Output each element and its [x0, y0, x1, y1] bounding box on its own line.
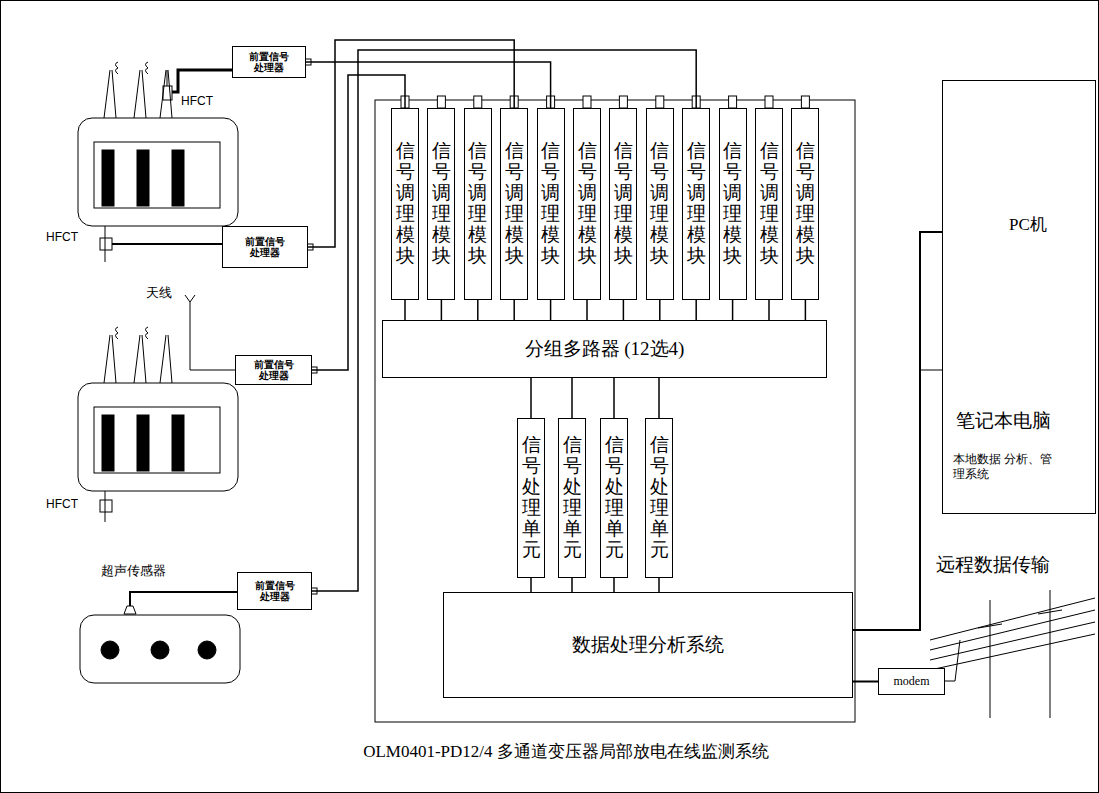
box-label: 前置信号处理器	[252, 359, 295, 382]
module-box: 信号调理模块	[719, 108, 747, 300]
computer-panel: 本地数据 分析、管理系统	[942, 80, 1096, 514]
box-label: 前置信号处理器	[253, 580, 296, 603]
vertical-label: 信号调理模块	[687, 141, 706, 266]
antenna	[185, 295, 235, 370]
vertical-label: 信号处理单元	[563, 435, 582, 560]
signal-wire	[404, 300, 406, 320]
vertical-label: 信号调理模块	[578, 141, 597, 266]
process-box: 数据处理分析系统	[443, 592, 853, 698]
module-box: 信号调理模块	[464, 108, 492, 300]
caption: OLM0401-PD12/4 多通道变压器局部放电在线监测系统	[200, 740, 932, 763]
module-box: 信号处理单元	[645, 418, 673, 578]
transformer-top	[78, 62, 238, 262]
signal-wire	[550, 300, 552, 320]
module-box: 信号调理模块	[755, 108, 783, 300]
part-label: 远程数据传输	[935, 552, 1051, 578]
connector-tab	[619, 96, 627, 108]
signal-wire	[659, 300, 661, 320]
module-box: 信号调理模块	[537, 108, 565, 300]
connector-tab	[437, 96, 445, 108]
process-box: modem	[878, 668, 945, 695]
signal-wire	[530, 378, 532, 418]
signal-wire	[695, 300, 697, 320]
connector-tab	[765, 96, 773, 108]
vertical-label: 信号处理单元	[605, 435, 624, 560]
ultrasonic-object	[80, 592, 240, 683]
signal-wire	[441, 300, 443, 320]
signal-wire	[805, 300, 807, 320]
signal-wire	[530, 578, 532, 592]
signal-wire	[571, 378, 573, 418]
vertical-label: 信号调理模块	[760, 141, 779, 266]
vertical-label: 信号调理模块	[505, 141, 524, 266]
preprocessor-box: 前置信号处理器	[222, 226, 308, 268]
box-label: 前置信号处理器	[244, 236, 287, 259]
signal-wire	[571, 578, 573, 592]
box-label: 前置信号处理器	[248, 51, 291, 74]
signal-wire	[732, 300, 734, 320]
signal-wire	[613, 378, 615, 418]
part-label: 天线	[145, 284, 173, 302]
module-box: 信号调理模块	[500, 108, 528, 300]
part-label: HFCT	[45, 497, 79, 511]
vertical-label: 信号调理模块	[432, 141, 451, 266]
vertical-label: 信号调理模块	[468, 141, 487, 266]
process-box: 分组多路器 (12选4)	[382, 320, 827, 378]
module-box: 信号调理模块	[573, 108, 601, 300]
vertical-label: 信号处理单元	[522, 435, 541, 560]
module-box: 信号调理模块	[682, 108, 710, 300]
part-label: PC机	[1008, 213, 1048, 236]
signal-wire	[513, 300, 515, 320]
system-housing	[375, 100, 855, 722]
box-label: 分组多路器 (12选4)	[525, 338, 685, 361]
connector-tab	[801, 96, 809, 108]
box-label: 数据处理分析系统	[572, 634, 724, 657]
vertical-label: 信号调理模块	[796, 141, 815, 266]
connector-tab	[583, 96, 591, 108]
signal-wire	[477, 300, 479, 320]
signal-wire	[623, 300, 625, 320]
module-box: 信号调理模块	[391, 108, 419, 300]
part-label: 超声传感器	[100, 562, 167, 580]
vertical-label: 信号调理模块	[650, 141, 669, 266]
box-label: 本地数据 分析、管理系统	[953, 452, 1063, 481]
vertical-label: 信号调理模块	[723, 141, 742, 266]
module-box: 信号调理模块	[646, 108, 674, 300]
box-label: modem	[894, 674, 930, 688]
signal-wire	[658, 378, 660, 418]
signal-wire	[853, 232, 942, 630]
module-box: 信号调理模块	[609, 108, 637, 300]
transformer-bottom	[78, 327, 238, 522]
module-box: 信号处理单元	[517, 418, 545, 578]
preprocessor-box: 前置信号处理器	[232, 46, 306, 78]
module-box: 信号处理单元	[558, 418, 586, 578]
vertical-label: 信号调理模块	[541, 141, 560, 266]
preprocessor-box: 前置信号处理器	[237, 572, 312, 610]
connector-tab	[656, 96, 664, 108]
power-line	[930, 590, 1095, 718]
module-box: 信号处理单元	[600, 418, 628, 578]
connector-tab	[474, 96, 482, 108]
signal-wire	[586, 300, 588, 320]
part-label: HFCT	[45, 230, 79, 244]
vertical-label: 信号调理模块	[614, 141, 633, 266]
signal-wire	[613, 578, 615, 592]
part-label: HFCT	[180, 94, 214, 108]
signal-wire	[768, 300, 770, 320]
connector-tab	[729, 96, 737, 108]
module-box: 信号调理模块	[791, 108, 819, 300]
module-box: 信号调理模块	[427, 108, 455, 300]
preprocessor-box: 前置信号处理器	[235, 355, 312, 385]
signal-wire	[658, 578, 660, 592]
vertical-label: 信号处理单元	[650, 435, 669, 560]
vertical-label: 信号调理模块	[396, 141, 415, 266]
part-label: 笔记本电脑	[955, 408, 1052, 434]
signal-wire	[853, 681, 878, 683]
